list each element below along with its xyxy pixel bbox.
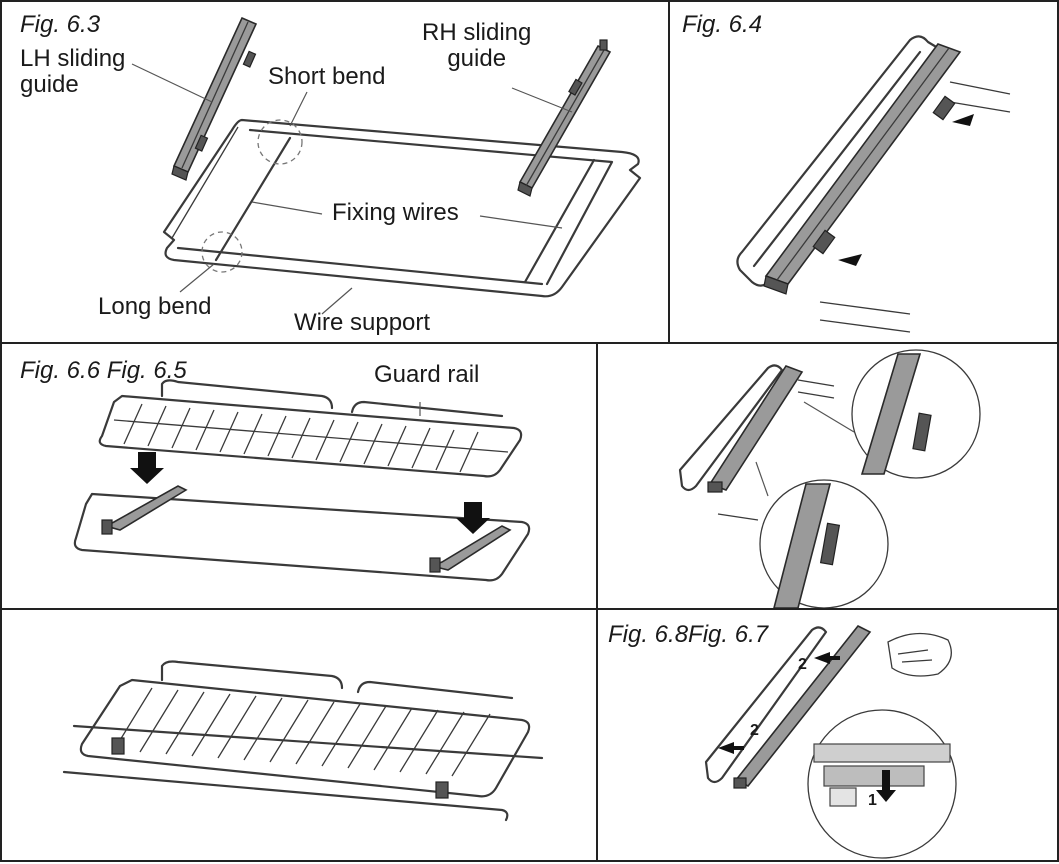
hand-illustration — [887, 632, 952, 677]
down-arrow-left — [130, 452, 164, 484]
down-arrow-right — [456, 502, 490, 534]
detail-guide — [707, 365, 804, 493]
side-wire-frame — [736, 35, 1011, 333]
fixing-wires — [214, 136, 596, 284]
wire-support-label: Wire support — [294, 309, 431, 336]
magnified-release-clip — [813, 743, 951, 807]
detail-frame — [678, 364, 835, 521]
magnified-rail-lower — [772, 483, 841, 609]
removal-frame — [704, 626, 828, 784]
magnified-rail-upper — [860, 353, 932, 475]
oven-shelf — [98, 379, 523, 478]
fig-6-3-title: Fig. 6.3 — [20, 11, 101, 38]
magnifier-release — [807, 709, 957, 859]
step-2-label-upper: 2 — [798, 656, 807, 673]
short-bend-label: Short bend — [268, 63, 386, 90]
fig-6-5-illustration — [73, 379, 531, 582]
step-2-arrow-upper — [814, 652, 840, 664]
short-bend-circle — [257, 119, 303, 165]
fig-6-5-title: Fig. 6.6 Fig. 6.5 — [20, 357, 187, 384]
removal-guide — [733, 624, 872, 789]
assembled-shelf — [62, 660, 544, 822]
lower-frame — [73, 492, 531, 582]
lh-sliding-guide — [171, 16, 258, 181]
fig-6-4-title: Fig. 6.4 — [682, 11, 763, 38]
step-2-label-lower: 2 — [750, 722, 759, 739]
push-arrow-lower — [838, 254, 862, 266]
panel-guide-detail — [596, 342, 1059, 610]
assembled-shelf-illustration — [62, 660, 544, 822]
panel-assembled-shelf — [0, 608, 598, 862]
fig-6-8-title: Fig. 6.8Fig. 6.7 — [608, 621, 769, 648]
long-bend-circle — [201, 231, 243, 273]
long-bend-label: Long bend — [98, 293, 212, 320]
guide-detail-illustration — [678, 349, 981, 609]
panel-fig-6-3: Fig. 6.3 LH sliding guide RH sliding gui… — [0, 0, 670, 344]
step-1-label: 1 — [868, 792, 877, 809]
fig-6-4-illustration — [736, 35, 1011, 333]
sliding-guide — [763, 43, 962, 295]
fig-6-8-illustration — [704, 624, 957, 859]
guard-rail-label: Guard rail — [374, 361, 480, 388]
step-2-arrow-lower — [718, 742, 744, 754]
left-guide — [101, 485, 188, 535]
right-guide — [429, 525, 512, 573]
fig-6-3-illustration — [131, 16, 642, 315]
panel-fig-6-5: Fig. 6.6 Fig. 6.5 Guard rail — [0, 342, 598, 610]
panel-fig-6-4: Fig. 6.4 — [668, 0, 1059, 344]
fixing-wires-label: Fixing wires — [332, 199, 459, 226]
rh-sliding-guide — [517, 39, 612, 197]
leader-lines — [131, 63, 573, 315]
magnifier-upper — [851, 349, 981, 479]
lh-sliding-guide-label: LH sliding guide — [20, 45, 126, 98]
push-arrow-upper — [952, 114, 974, 126]
panel-fig-6-8: Fig. 6.8Fig. 6.7 2 2 1 — [596, 608, 1059, 862]
wire-support-frame — [162, 118, 642, 298]
rh-sliding-guide-label: RH sliding guide — [422, 19, 532, 72]
